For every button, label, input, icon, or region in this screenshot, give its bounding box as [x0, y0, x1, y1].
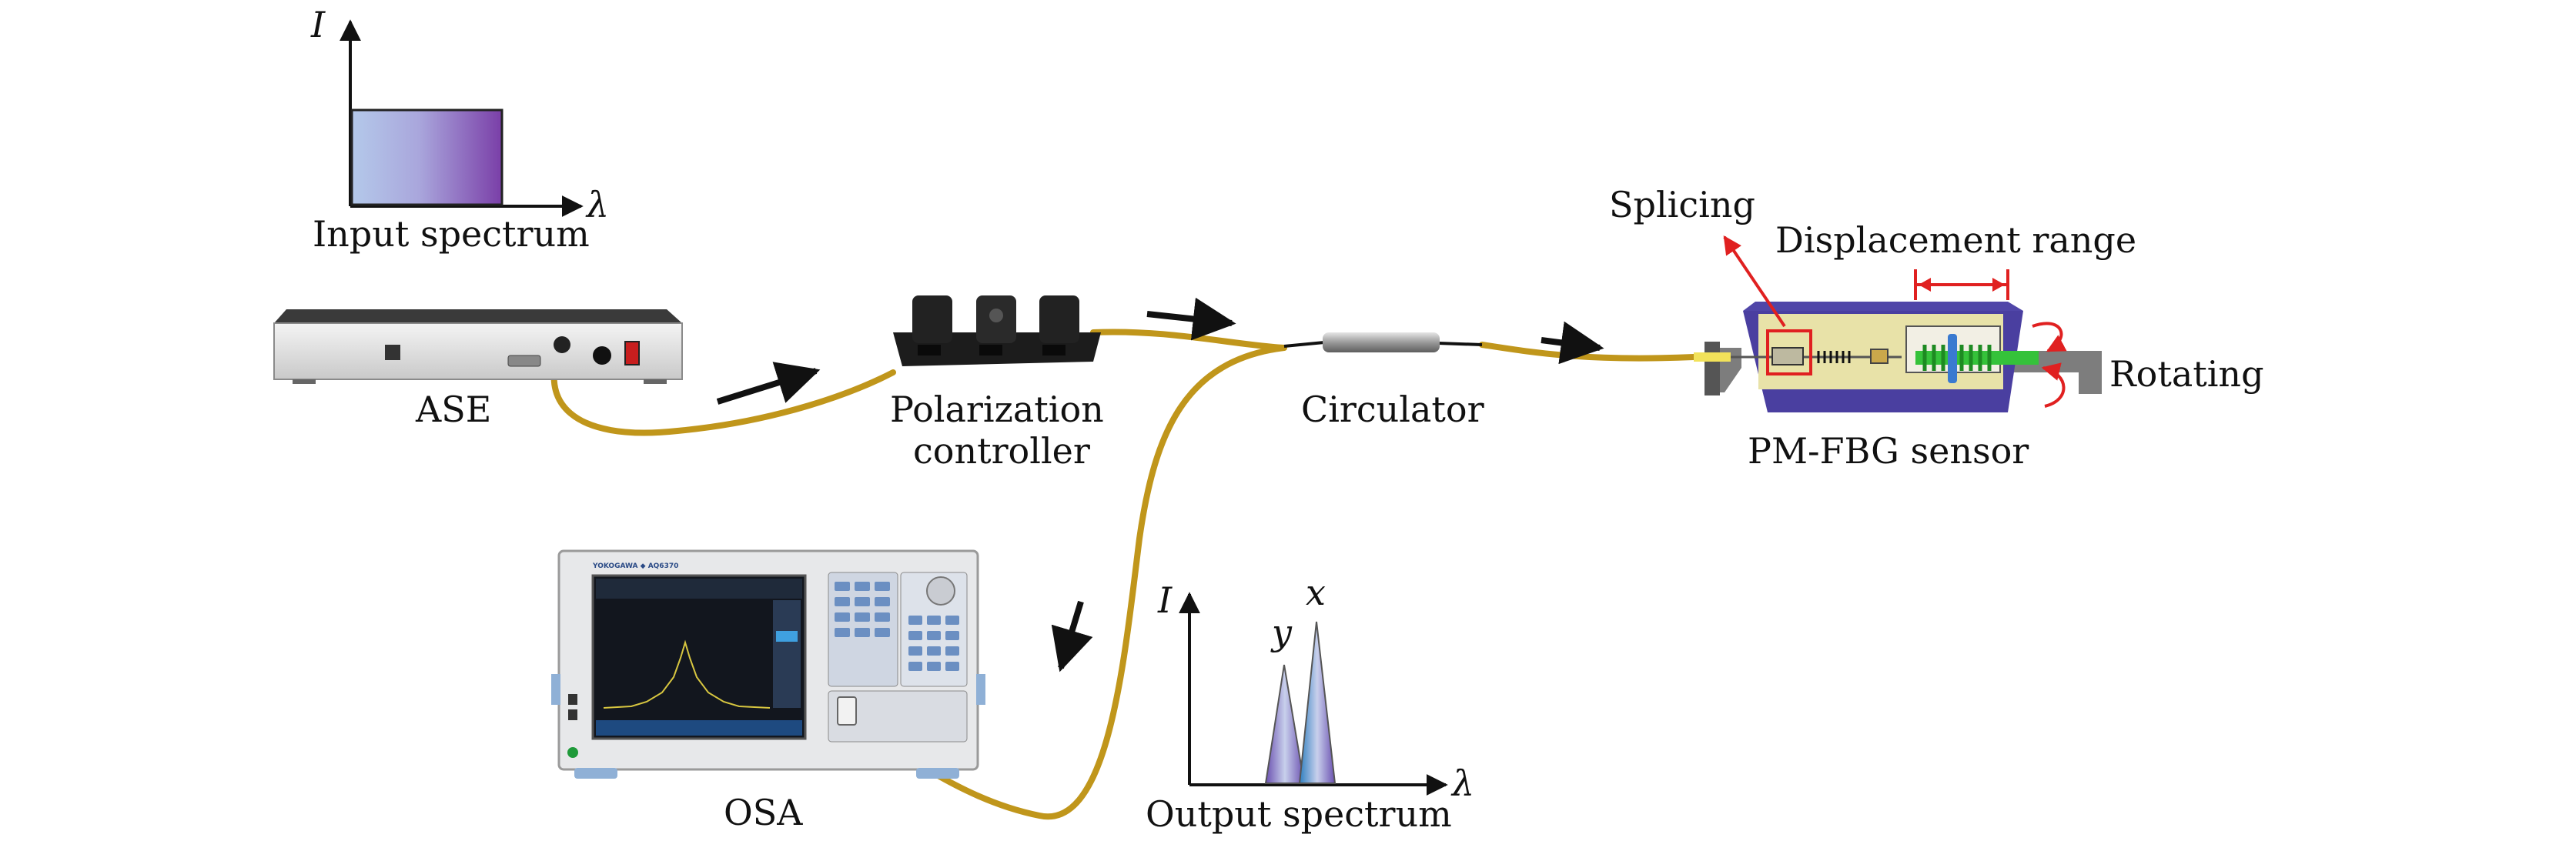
pc-paddle-2-hub — [989, 309, 1003, 322]
flow-arrow-4 — [1051, 600, 1093, 672]
displacement-range-annotation: Displacement range — [1775, 219, 2136, 300]
sensor-blue-nut — [1948, 334, 1957, 383]
ase-source-device: ASE — [273, 309, 683, 430]
fiber-ase-to-pc — [550, 345, 896, 436]
ase-front-panel — [273, 322, 683, 380]
input-spectrum-plot: I λ Input spectrum — [310, 4, 609, 255]
sensor-label: PM-FBG sensor — [1748, 430, 2029, 472]
pc-slot-3 — [1042, 345, 1066, 355]
pc-slot-2 — [979, 345, 1002, 355]
splicing-label: Splicing — [1609, 184, 1755, 225]
flow-arrow-1 — [716, 362, 821, 405]
sensor-clamp — [1870, 349, 1889, 364]
splicing-highlight-box — [1766, 329, 1812, 375]
ase-power-switch — [624, 341, 640, 365]
osa-input-port-panel — [828, 690, 968, 743]
output-peak-y-label: y — [1270, 612, 1293, 653]
sensor-bracket-left — [1705, 342, 1720, 395]
pc-label-line2: controller — [913, 430, 1090, 472]
splicing-pointer — [1723, 235, 1786, 328]
pc-paddle-1 — [912, 295, 952, 343]
osa-input-port — [837, 696, 857, 726]
splicing-annotation: Splicing — [1609, 184, 1786, 328]
flow-arrow-3 — [1541, 321, 1604, 365]
rotating-arrow-bottom — [2041, 362, 2066, 408]
flow-arrow-2 — [1146, 297, 1236, 341]
displacement-range-head-right — [1992, 278, 2005, 292]
osa-keys — [835, 582, 959, 671]
sensor-ferrule — [1771, 347, 1804, 365]
output-peak-y — [1264, 664, 1306, 784]
osa-label: OSA — [724, 792, 803, 833]
output-y-label: I — [1157, 579, 1173, 621]
osa-usb-2 — [568, 709, 577, 720]
input-spectrum-band — [350, 108, 503, 206]
input-spectrum-title: Input spectrum — [313, 213, 590, 255]
osa-power-led — [567, 747, 578, 758]
fiber-circulator-to-osa — [844, 345, 1287, 820]
pc-paddle-3 — [1039, 295, 1079, 343]
pm-fbg-sensor-device: PM-FBG sensor — [1694, 302, 2102, 472]
input-y-label: I — [310, 4, 326, 45]
output-spectrum-plot: y x I λ Output spectrum — [1146, 572, 1474, 835]
pc-label-line1: Polarization — [890, 389, 1104, 430]
osa-device: YOKOGAWA ◆ AQ6370 OSA — [551, 549, 985, 833]
osa-foot-right — [916, 768, 959, 779]
ase-output-port — [554, 336, 570, 353]
circulator-body — [1323, 332, 1440, 352]
input-x-label: λ — [585, 184, 609, 225]
osa-side-handle-right — [976, 674, 985, 705]
osa-screen-blue-key — [776, 631, 798, 642]
osa-rotary-knob — [926, 576, 955, 606]
osa-brand: YOKOGAWA ◆ AQ6370 — [592, 562, 678, 570]
ase-db-connector — [507, 355, 541, 367]
ase-foot-right — [644, 379, 667, 384]
ase-usb-port — [385, 345, 400, 360]
circulator-lead-right — [1437, 342, 1483, 346]
rotating-arrow-top — [2032, 322, 2067, 352]
ase-top-face — [274, 309, 682, 323]
fiber-pc-to-circulator — [1090, 329, 1287, 351]
sensor-box-top — [1743, 302, 2023, 311]
osa-side-handle-left — [551, 674, 560, 705]
rotating-label: Rotating — [2109, 353, 2264, 395]
ase-label: ASE — [415, 389, 491, 430]
osa-screen — [591, 574, 807, 740]
osa-usb-1 — [568, 694, 577, 705]
output-spectrum-title: Output spectrum — [1146, 793, 1452, 835]
output-peak-x-label: x — [1306, 572, 1326, 613]
pc-slot-1 — [918, 345, 941, 355]
output-peak-x — [1298, 621, 1337, 784]
displacement-range-head-left — [1919, 278, 1931, 292]
circulator-lead-left — [1283, 341, 1325, 348]
output-x-label: λ — [1450, 763, 1474, 804]
circulator-label: Circulator — [1301, 389, 1484, 430]
sensor-green-shaft — [1915, 351, 2039, 365]
ase-foot-left — [293, 379, 316, 384]
osa-screen-header — [596, 579, 802, 599]
osa-foot-left — [574, 768, 617, 779]
osa-screen-footer — [596, 720, 802, 736]
ase-key-switch — [593, 346, 611, 365]
osa-screen-side-panel — [773, 600, 801, 708]
circulator-device: Circulator — [1283, 332, 1484, 430]
osa-trace — [603, 639, 771, 709]
displacement-range-label: Displacement range — [1775, 219, 2136, 261]
sensor-fbg-grating — [1817, 351, 1851, 363]
polarization-controller-device: Polarization controller — [890, 295, 1104, 472]
